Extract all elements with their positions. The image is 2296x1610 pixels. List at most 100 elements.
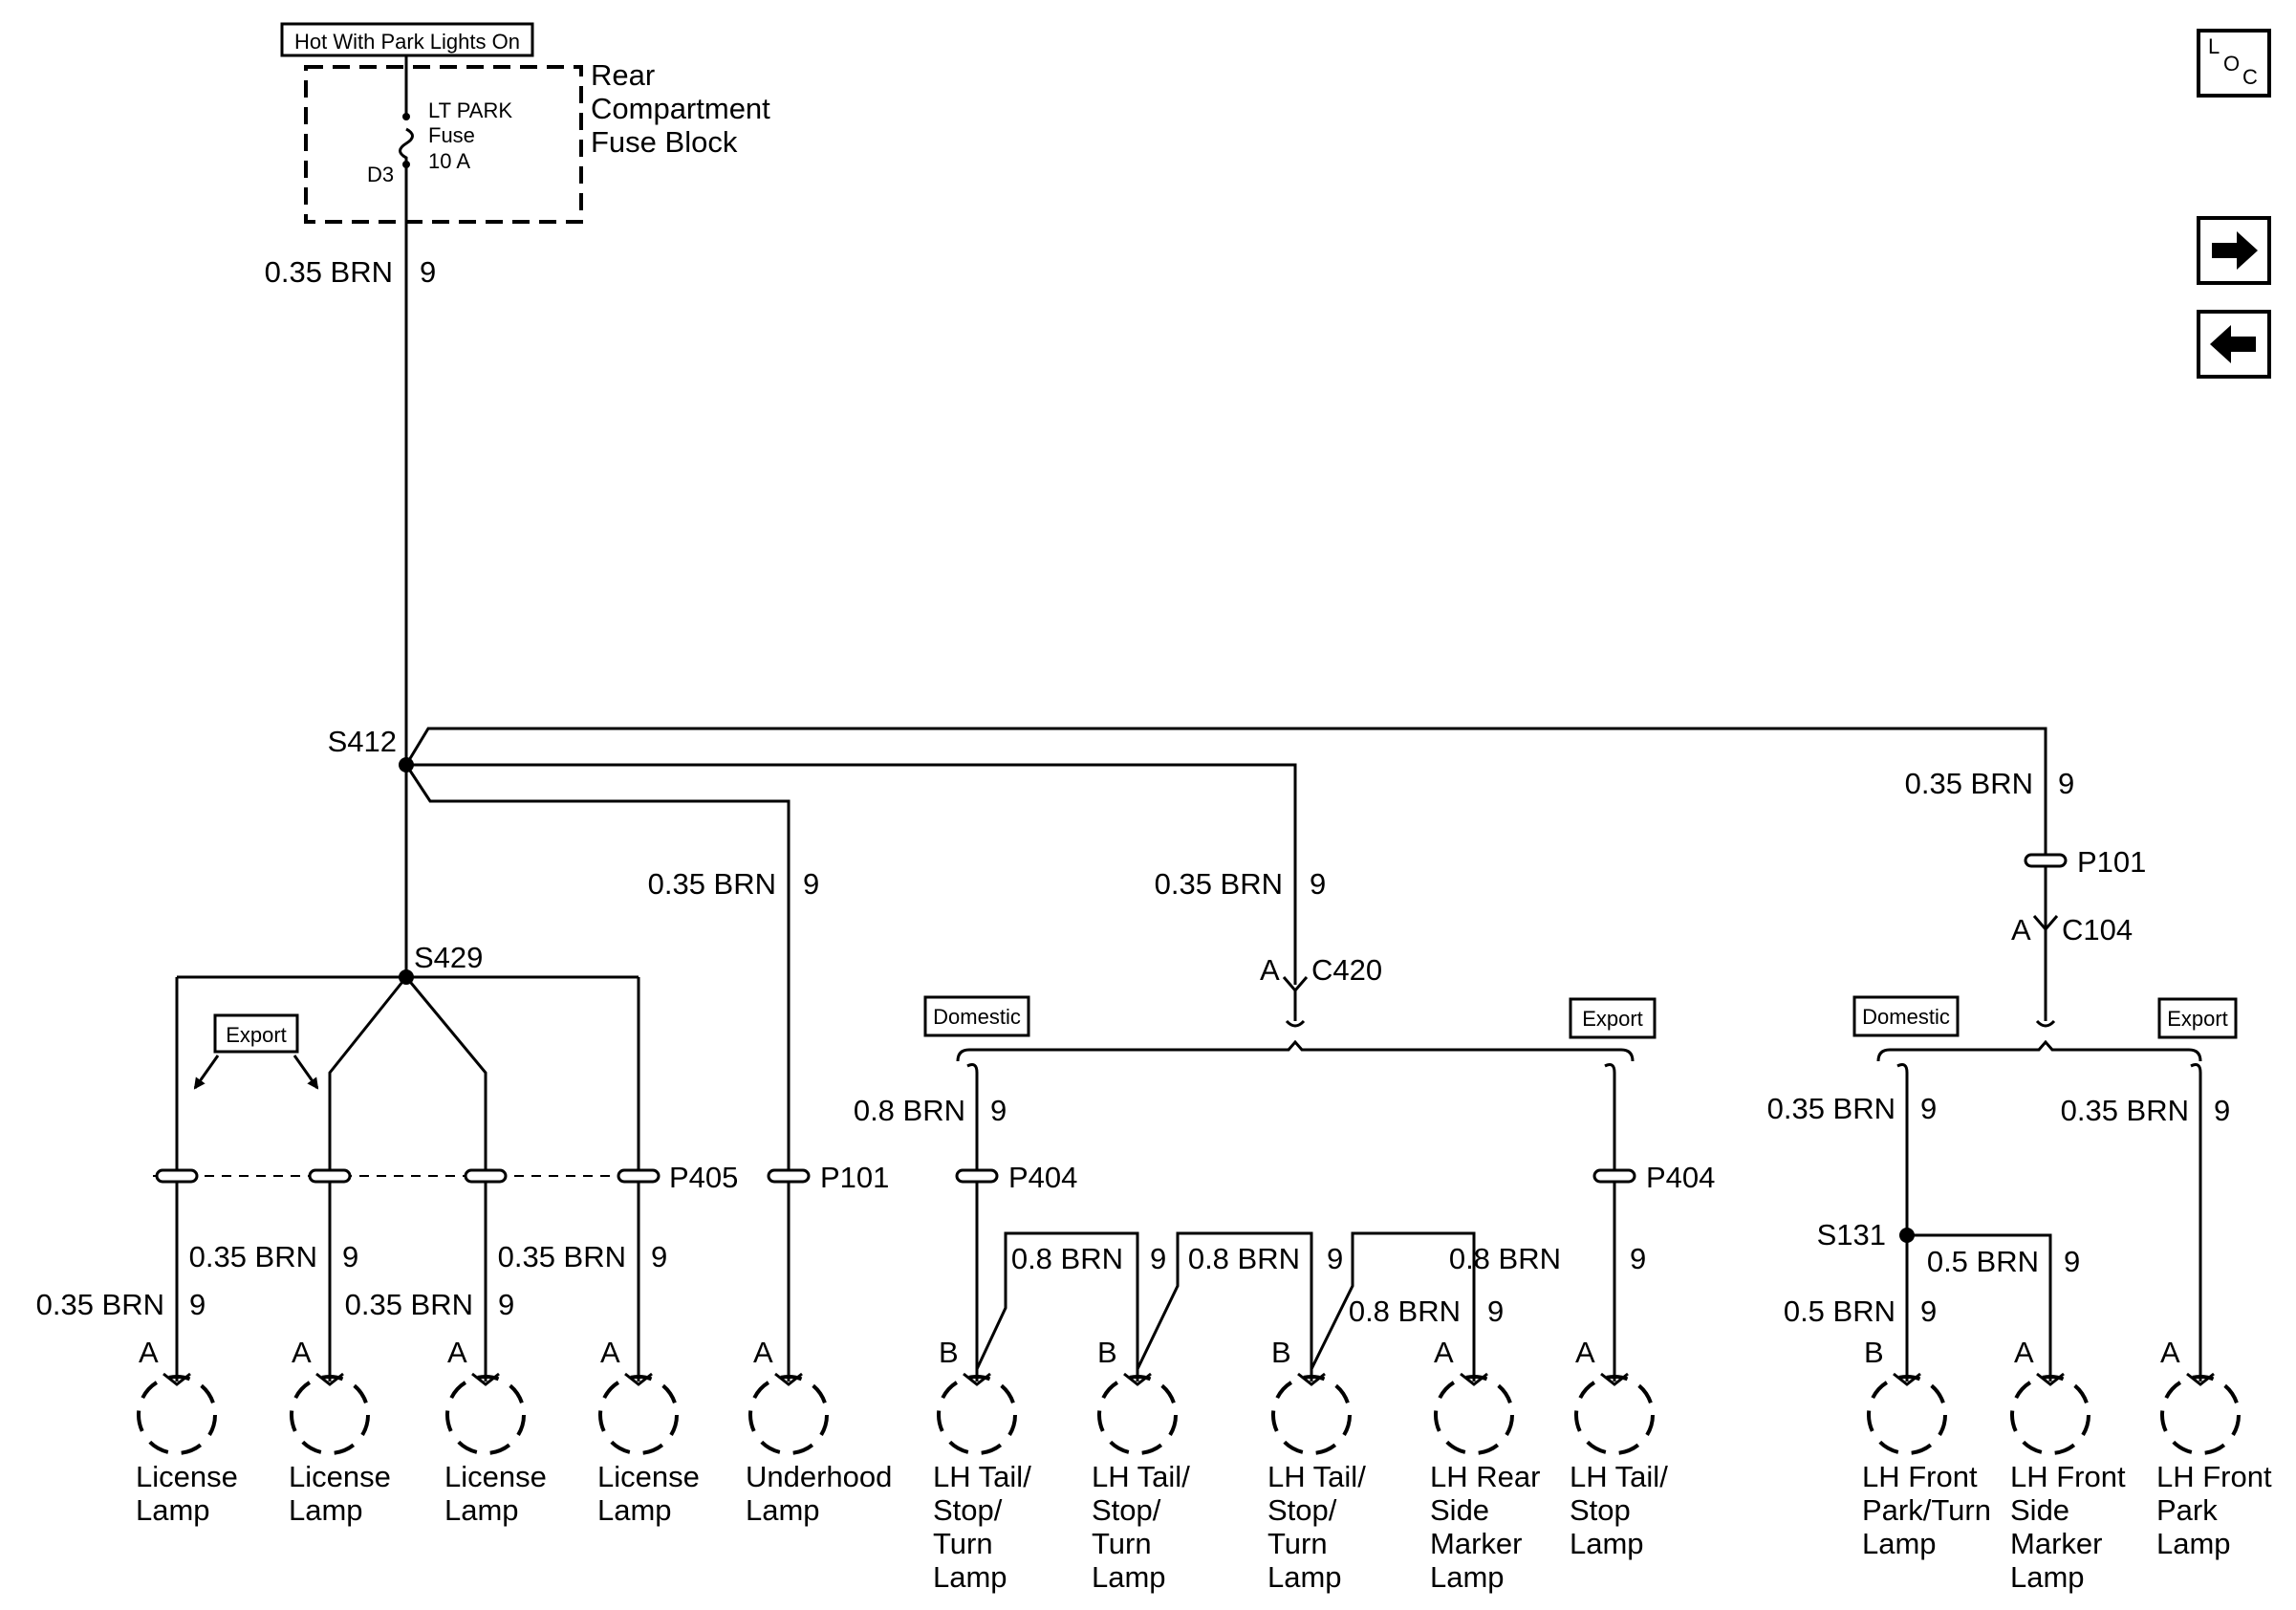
domestic-tag <box>1852 995 1960 1037</box>
svg-text:9: 9 <box>651 1240 667 1273</box>
export-tag <box>1569 997 1657 1039</box>
svg-text:B: B <box>1864 1336 1884 1369</box>
svg-text:C420: C420 <box>1311 953 1382 987</box>
svg-text:0.35 BRN: 0.35 BRN <box>1767 1092 1895 1125</box>
svg-text:LH Tail/: LH Tail/ <box>1092 1460 1190 1493</box>
lt-park-fuse: LT PARK Fuse 10 A D3 <box>367 55 512 765</box>
svg-text:A: A <box>447 1336 467 1369</box>
svg-text:LH Front: LH Front <box>2156 1460 2272 1493</box>
arrow-left-icon[interactable] <box>2197 310 2271 379</box>
svg-text:LH Tail/: LH Tail/ <box>1267 1460 1366 1493</box>
location-icon[interactable]: L O C <box>2197 29 2271 98</box>
svg-text:9: 9 <box>189 1288 206 1321</box>
svg-text:A: A <box>1575 1336 1595 1369</box>
underhood-lamp <box>748 1375 829 1455</box>
lh-rear-side-marker-lamp: A LH Rear Side Marker Lamp <box>1430 1336 1540 1594</box>
wire-c420-branch <box>406 763 1297 985</box>
svg-text:Export: Export <box>226 1023 287 1047</box>
svg-text:9: 9 <box>1920 1295 1937 1328</box>
svg-text:9: 9 <box>1630 1242 1646 1275</box>
splice-label: S429 <box>414 941 483 974</box>
svg-text:B: B <box>1097 1336 1117 1369</box>
svg-text:Export: Export <box>2167 1007 2228 1031</box>
license-wire-labels: 0.35 BRN 9 0.35 BRN 9 0.35 BRN 9 0.35 BR… <box>36 1240 668 1321</box>
svg-text:Lamp: Lamp <box>289 1493 363 1527</box>
svg-text:9: 9 <box>498 1288 514 1321</box>
svg-text:0.35 BRN: 0.35 BRN <box>36 1288 164 1321</box>
svg-text:0.8 BRN: 0.8 BRN <box>854 1094 965 1127</box>
svg-text:0.35 BRN: 0.35 BRN <box>1155 867 1283 901</box>
svg-text:C104: C104 <box>2062 913 2133 946</box>
lh-front-park-turn-lamp: B LH Front Park/Turn Lamp <box>1862 1336 1991 1560</box>
arrow-right-icon[interactable] <box>2197 216 2271 285</box>
svg-text:Lamp: Lamp <box>136 1493 210 1527</box>
svg-text:0.8 BRN: 0.8 BRN <box>1188 1242 1300 1275</box>
svg-text:S131: S131 <box>1817 1218 1886 1251</box>
svg-text:LH Tail/: LH Tail/ <box>1570 1460 1668 1493</box>
svg-text:A: A <box>2160 1336 2180 1369</box>
svg-text:0.8 BRN: 0.8 BRN <box>1011 1242 1123 1275</box>
svg-text:Lamp: Lamp <box>1092 1560 1166 1594</box>
svg-text:A: A <box>1434 1336 1454 1369</box>
svg-text:License: License <box>444 1460 547 1493</box>
svg-text:9: 9 <box>2058 767 2074 800</box>
splice-label: S412 <box>328 725 397 758</box>
svg-text:LH Tail/: LH Tail/ <box>933 1460 1031 1493</box>
svg-text:0.35 BRN: 0.35 BRN <box>189 1240 317 1273</box>
svg-text:9: 9 <box>803 867 819 901</box>
option-bracket <box>956 1039 1635 1062</box>
svg-text:B: B <box>939 1336 959 1369</box>
svg-text:0.35 BRN: 0.35 BRN <box>2061 1094 2189 1127</box>
svg-text:Side: Side <box>2010 1493 2069 1527</box>
svg-text:9: 9 <box>1920 1092 1937 1125</box>
svg-text:0.8 BRN: 0.8 BRN <box>1449 1242 1561 1275</box>
hot-label: Hot With Park Lights On <box>294 30 520 54</box>
svg-text:Lamp: Lamp <box>444 1493 519 1527</box>
svg-text:Export: Export <box>1582 1007 1643 1031</box>
underhood-branch: 0.35 BRN 9 P101 A Underhood Lamp <box>648 867 893 1527</box>
fuse-block-label: Rear Compartment Fuse Block <box>591 58 770 159</box>
svg-text:L: L <box>2208 34 2220 58</box>
svg-text:C: C <box>2242 65 2258 89</box>
svg-text:A: A <box>2014 1336 2034 1369</box>
circuit-label: 9 <box>420 255 436 289</box>
svg-text:0.35 BRN: 0.35 BRN <box>345 1288 473 1321</box>
svg-text:A: A <box>139 1336 159 1369</box>
svg-text:P101: P101 <box>820 1161 889 1194</box>
svg-text:Lamp: Lamp <box>2010 1560 2085 1594</box>
svg-text:LH Front: LH Front <box>1862 1460 1978 1493</box>
license-lamp: A License Lamp <box>597 1336 700 1527</box>
front-branch: 0.35 BRN 9 P101 A C104 Domestic Export 0… <box>1767 767 2238 1382</box>
license-lamp: A License Lamp <box>136 1336 238 1527</box>
svg-text:D3: D3 <box>367 163 394 186</box>
export-tag: Export <box>193 1013 319 1090</box>
svg-text:Lamp: Lamp <box>746 1493 820 1527</box>
svg-text:0.35 BRN: 0.35 BRN <box>648 867 776 901</box>
svg-text:Underhood: Underhood <box>746 1460 892 1493</box>
svg-text:0.35 BRN: 0.35 BRN <box>498 1240 626 1273</box>
svg-text:0.5 BRN: 0.5 BRN <box>1927 1245 2039 1278</box>
connector-p101 <box>767 1168 811 1184</box>
option-bracket <box>1876 1039 2202 1062</box>
svg-text:0.8 BRN: 0.8 BRN <box>1349 1295 1461 1328</box>
lh-front-park-lamp: A LH Front Park Lamp <box>2156 1336 2272 1560</box>
license-lamp: A License Lamp <box>444 1336 547 1527</box>
svg-text:LT PARK: LT PARK <box>428 98 512 122</box>
svg-text:Park: Park <box>2156 1493 2218 1527</box>
svg-text:License: License <box>597 1460 700 1493</box>
svg-text:P404: P404 <box>1008 1161 1077 1194</box>
svg-text:Turn: Turn <box>1267 1527 1328 1560</box>
lh-tail-stop-turn-lamp: B LH Tail/ Stop/ Turn Lamp <box>1267 1336 1366 1594</box>
wire-underhood-branch <box>404 764 791 1382</box>
lh-tail-stop-turn-lamp: B LH Tail/ Stop/ Turn Lamp <box>1092 1336 1190 1594</box>
svg-text:Lamp: Lamp <box>1862 1527 1937 1560</box>
svg-text:A: A <box>753 1336 773 1369</box>
lh-front-side-marker-lamp: A LH Front Side Marker Lamp <box>2010 1336 2126 1594</box>
svg-text:9: 9 <box>990 1094 1007 1127</box>
svg-text:Rear: Rear <box>591 58 655 92</box>
svg-text:A: A <box>1260 953 1280 987</box>
svg-text:Stop/: Stop/ <box>933 1493 1003 1527</box>
svg-text:9: 9 <box>1310 867 1326 901</box>
svg-text:O: O <box>2223 52 2240 76</box>
